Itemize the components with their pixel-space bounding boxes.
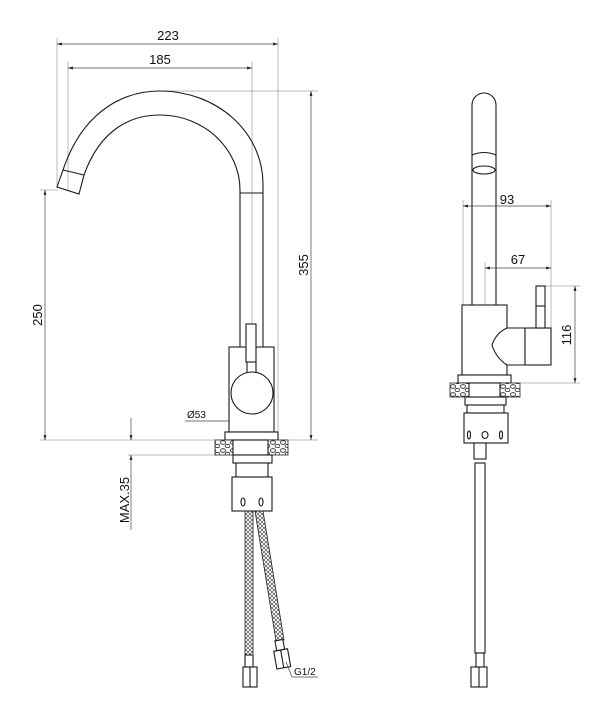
dimension-label: Ø53: [187, 410, 206, 421]
dimension-label: 93: [500, 192, 514, 207]
dimension-label: MAX.35: [117, 477, 132, 523]
dimension-max-counter-thickness: MAX.35: [117, 418, 133, 530]
lever-block: [524, 327, 552, 366]
dimension-label: 185: [149, 52, 171, 67]
dimension-label: 223: [157, 28, 179, 43]
lever-joint: [491, 327, 526, 366]
side-view: 93 67 116: [449, 92, 580, 688]
dimension-lever-height: 116: [559, 286, 577, 383]
supply-pipe: [470, 442, 488, 688]
countertop-section: [449, 382, 521, 398]
mounting-nut: [231, 454, 273, 512]
dimension-label: 355: [296, 254, 311, 276]
dimension-overall-width: 223: [57, 28, 278, 46]
dimension-depth-overall: 93: [463, 192, 551, 208]
lever-handle: [245, 323, 257, 363]
extension-lines: [40, 38, 318, 456]
dimension-overall-height: 355: [296, 91, 313, 440]
dimension-spout-reach: 185: [68, 52, 252, 70]
extension-lines: [462, 200, 580, 384]
aerator: [472, 165, 496, 175]
cartridge-ball: [230, 371, 274, 415]
dimension-lever-offset: 67: [485, 252, 551, 270]
supply-hoses: G1/2: [242, 510, 318, 688]
spout: [56, 90, 264, 347]
dimension-label: 250: [30, 304, 45, 326]
hex-nut: [273, 638, 292, 670]
front-view: 223 185 250 355 MAX.35 Ø5: [30, 28, 318, 688]
dimension-label: 67: [511, 252, 525, 267]
spout-side: [471, 92, 497, 305]
thread-label: G1/2: [294, 667, 316, 678]
dimension-label: 116: [559, 325, 574, 346]
base-plate: [457, 374, 512, 384]
mounting-nut: [463, 396, 509, 444]
lever-handle: [535, 285, 546, 329]
countertop-section: [214, 439, 289, 456]
aerator: [56, 169, 85, 195]
base-plate: [224, 431, 279, 441]
dimension-spout-height: 250: [30, 190, 47, 440]
